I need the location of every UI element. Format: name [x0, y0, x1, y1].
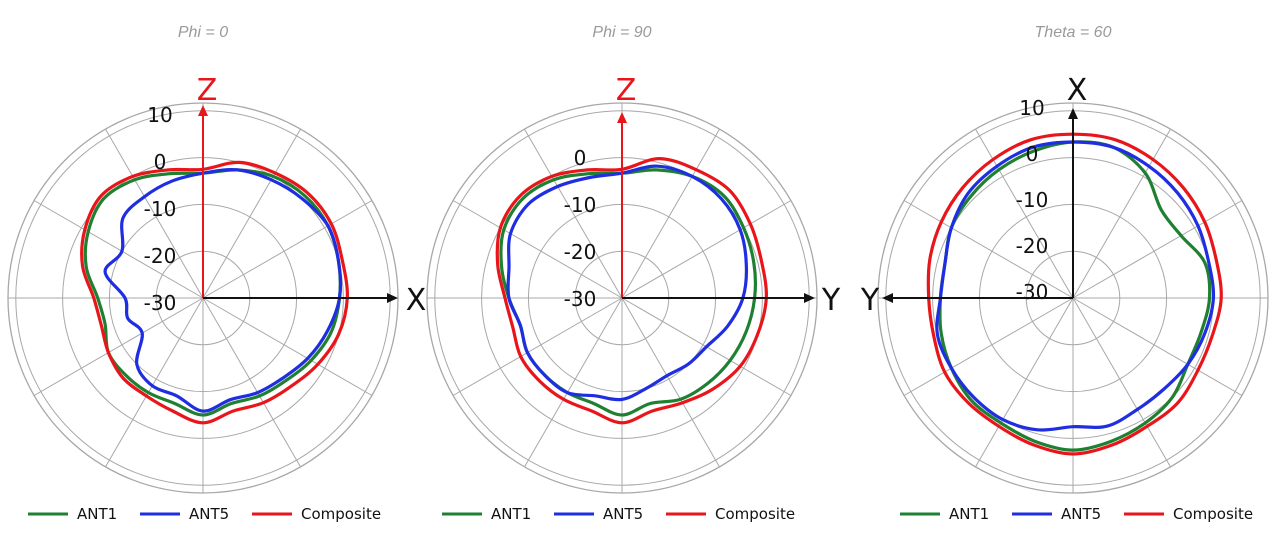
- legend-label-ant1: ANT1: [77, 505, 117, 523]
- radial-tick-label: -20: [564, 240, 597, 264]
- radial-tick-label: 10: [147, 103, 172, 127]
- grid-spoke: [524, 297, 623, 468]
- series-ant5-curve: [506, 164, 749, 402]
- legend-label-ant5: ANT5: [1061, 505, 1101, 523]
- vertical-axis-label: Z: [616, 73, 637, 108]
- axes-phi-0: ZX: [197, 73, 427, 318]
- vertical-axis-arrowhead: [1068, 108, 1078, 119]
- grid-spoke: [33, 297, 204, 396]
- grid-spoke: [621, 200, 792, 299]
- grid-spoke: [903, 200, 1074, 299]
- series-ant5-curve: [935, 140, 1216, 432]
- grid-spoke: [903, 297, 1074, 396]
- horizontal-axis-arrowhead: [804, 293, 815, 303]
- grid-spoke: [1072, 297, 1171, 468]
- horizontal-axis-label: Y: [860, 283, 880, 318]
- grid-spoke: [202, 297, 373, 396]
- radial-ticks-phi-0: 10 0 -10 -20 -30: [144, 103, 177, 315]
- horizontal-axis-label: Y: [821, 283, 841, 318]
- axes-theta-60: XY: [860, 73, 1087, 318]
- grid-spoke: [202, 297, 301, 468]
- legend-label-ant5: ANT5: [603, 505, 643, 523]
- radial-tick-label: -10: [564, 193, 597, 217]
- series-group-phi-90: [495, 157, 768, 425]
- vertical-axis-arrowhead: [617, 112, 627, 123]
- legend-label-composite: Composite: [301, 505, 381, 523]
- grid-spoke: [1072, 297, 1243, 396]
- grid-spoke: [452, 297, 623, 396]
- radial-tick-label: -10: [1016, 188, 1049, 212]
- legend-theta-60: ANT1 ANT5 Composite: [900, 505, 1253, 523]
- legend-label-ant1: ANT1: [491, 505, 531, 523]
- horizontal-axis-arrowhead: [882, 293, 893, 303]
- legend-phi-90: ANT1 ANT5 Composite: [442, 505, 795, 523]
- chart-title-phi-0: Phi = 0: [178, 24, 228, 41]
- chart-title-phi-90: Phi = 90: [592, 24, 651, 41]
- chart-title-theta-60: Theta = 60: [1035, 24, 1112, 41]
- series-composite-curve: [495, 157, 768, 425]
- grid-spoke: [975, 297, 1074, 468]
- grid-spoke: [33, 200, 204, 299]
- grid-spoke: [1072, 200, 1243, 299]
- radial-tick-label: -20: [1016, 234, 1049, 258]
- radial-tick-label: 0: [1026, 142, 1039, 166]
- radial-tick-label: -30: [564, 287, 597, 311]
- axes-phi-90: ZY: [616, 73, 841, 318]
- series-composite-curve: [80, 160, 349, 425]
- grid-spoke: [621, 128, 720, 299]
- grid-spoke: [621, 297, 720, 468]
- legend-label-composite: Composite: [1173, 505, 1253, 523]
- vertical-axis-label: X: [1067, 73, 1088, 108]
- series-ant5-curve: [103, 168, 343, 413]
- radial-tick-label: 10: [1019, 96, 1044, 120]
- series-group-phi-0: [80, 160, 349, 425]
- grid-spoke: [975, 128, 1074, 299]
- vertical-axis-label: Z: [197, 73, 218, 108]
- radial-tick-label: 0: [574, 146, 587, 170]
- vertical-axis-arrowhead: [198, 105, 208, 116]
- legend-phi-0: ANT1 ANT5 Composite: [28, 505, 381, 523]
- grid-spoke: [105, 297, 204, 468]
- legend-label-ant1: ANT1: [949, 505, 989, 523]
- grid-spoke: [1072, 128, 1171, 299]
- radial-tick-label: -20: [144, 244, 177, 268]
- grid-spoke: [202, 200, 373, 299]
- legend-label-ant5: ANT5: [189, 505, 229, 523]
- grid-spoke: [105, 128, 204, 299]
- grid-spoke: [202, 128, 301, 299]
- horizontal-axis-label: X: [406, 283, 427, 318]
- radial-ticks-theta-60: 10 0 -10 -20 -30: [1016, 96, 1049, 304]
- horizontal-axis-arrowhead: [387, 293, 398, 303]
- radial-tick-label: 0: [154, 150, 167, 174]
- grid-spoke: [452, 200, 623, 299]
- radial-tick-label: -30: [1016, 280, 1049, 304]
- series-composite-curve: [926, 132, 1223, 456]
- series-group-theta-60: [926, 132, 1223, 456]
- series-ant1-curve: [499, 168, 758, 417]
- radial-ticks-phi-90: 0 -10 -20 -30: [564, 146, 597, 311]
- legend-label-composite: Composite: [715, 505, 795, 523]
- radial-tick-label: -30: [144, 291, 177, 315]
- grid-spoke: [524, 128, 623, 299]
- radial-tick-label: -10: [144, 197, 177, 221]
